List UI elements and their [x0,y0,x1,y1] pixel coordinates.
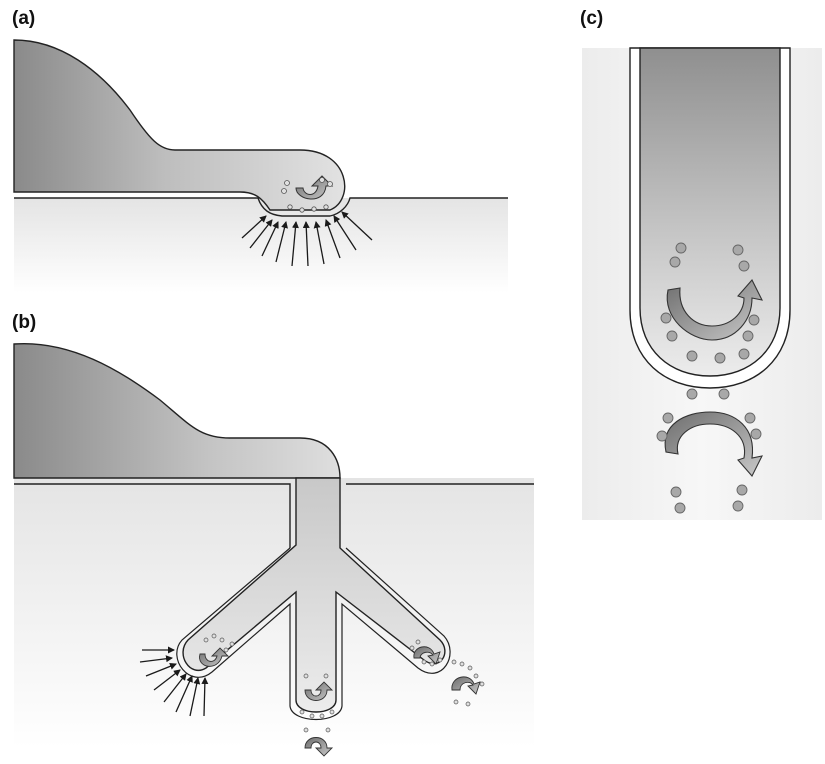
panel-a-substrate [14,198,508,293]
panel-b-substrate [14,478,534,748]
panel-a [14,40,508,293]
panel-a-tissue [14,40,345,210]
panel-c [582,48,822,520]
panel-b [14,344,534,756]
panel-b-tissue [14,344,340,478]
